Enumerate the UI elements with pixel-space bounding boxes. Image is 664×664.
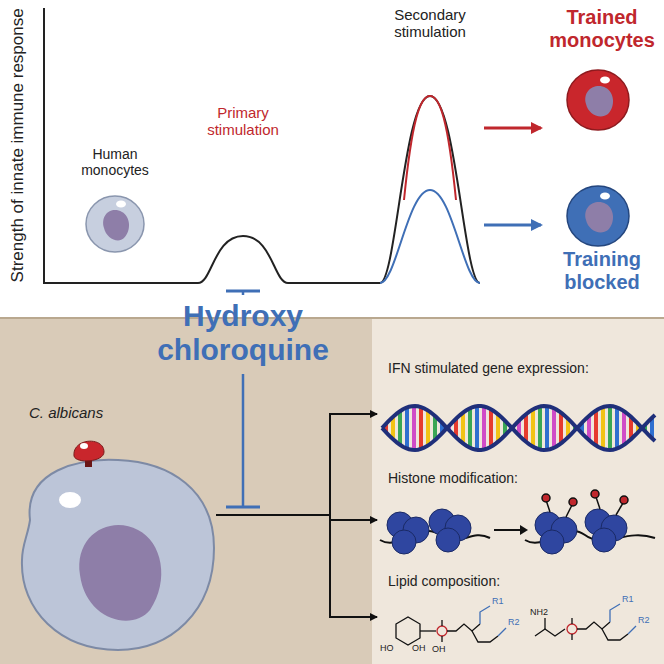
axis-label: Strength of innate immune response bbox=[9, 0, 28, 295]
node-text: Human monocytes bbox=[62, 146, 168, 178]
bottom-panel bbox=[0, 318, 664, 664]
connector-arrow bbox=[484, 127, 541, 130]
node-text: Histone modification: bbox=[388, 470, 660, 486]
node-text: Lipid composition: bbox=[388, 573, 660, 589]
chem-label: OH bbox=[432, 645, 446, 655]
inhibition-line bbox=[242, 374, 245, 507]
stage-node: Trained monocytes bbox=[543, 6, 661, 138]
chem-label: NH2 bbox=[530, 608, 548, 618]
result-panel bbox=[372, 318, 664, 664]
node-text: C. albicans bbox=[29, 404, 215, 421]
stage-node: Training blocked bbox=[543, 182, 661, 294]
chem-label: HO bbox=[380, 644, 394, 654]
node-text: Primary stimulation bbox=[193, 104, 293, 139]
stage-node: IFN stimulated gene expression: bbox=[378, 360, 660, 468]
chem-label: R1 bbox=[492, 597, 504, 607]
chem-label: OH bbox=[412, 644, 426, 654]
chem-label: R2 bbox=[508, 618, 520, 628]
lipid-structures bbox=[396, 604, 636, 645]
node-text: Training blocked bbox=[543, 248, 661, 294]
chem-label: R1 bbox=[622, 595, 634, 605]
node-text: Hydroxy chloroquine bbox=[138, 299, 348, 368]
blocked-cell bbox=[567, 186, 629, 246]
drug-label: Hydroxy chloroquine bbox=[138, 296, 348, 370]
monocyte-cell bbox=[86, 196, 144, 252]
trained-curve bbox=[404, 96, 456, 200]
stimulated-cell bbox=[22, 441, 214, 650]
panel-border bbox=[0, 317, 664, 319]
node-text: Trained monocytes bbox=[543, 6, 661, 52]
node-text: IFN stimulated gene expression: bbox=[388, 360, 660, 376]
response-curve bbox=[44, 96, 480, 283]
stage-node: C. albicans bbox=[15, 404, 215, 656]
stage-node: Primary stimulation bbox=[193, 104, 293, 286]
connector-arrow bbox=[242, 291, 245, 295]
stage-node: Secondary stimulation bbox=[378, 6, 482, 284]
chem-label: R2 bbox=[638, 616, 650, 626]
inhibition-bar bbox=[226, 506, 260, 509]
trained-cell bbox=[567, 70, 629, 130]
connector-arrow bbox=[484, 224, 541, 227]
connector-arrow bbox=[216, 515, 377, 617]
nucleosomes bbox=[380, 490, 655, 554]
dna-helix bbox=[382, 380, 655, 450]
blocked-curve bbox=[380, 190, 480, 283]
node-text: Secondary stimulation bbox=[378, 6, 482, 41]
stage-node: Histone modification: bbox=[378, 470, 660, 570]
stage-node: Human monocytes bbox=[62, 146, 168, 256]
y-axis bbox=[43, 8, 45, 284]
connector-arrow bbox=[216, 414, 377, 515]
